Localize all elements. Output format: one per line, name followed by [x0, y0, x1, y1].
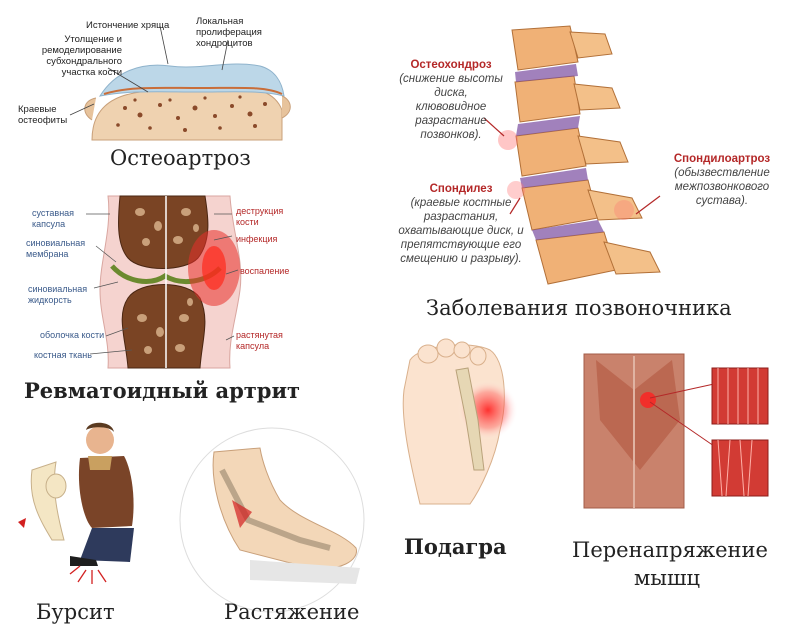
label-inflammation: воспаление: [240, 266, 290, 276]
spine-spondylosis-title: Спондилез: [429, 183, 493, 195]
label-infection: инфекция: [236, 234, 278, 244]
label-joint-capsule: суставная капсула: [32, 208, 75, 229]
caption-spine: Заболевания позвоночника: [426, 296, 732, 320]
caption-muscle-line1: Перенапряжение: [572, 538, 768, 562]
label-bone-tissue: костная ткань: [34, 350, 92, 360]
spine-spondylosis-block: Спондилез (краевые костные разрастания, …: [396, 182, 526, 266]
caption-muscle-line2: мышц: [633, 566, 701, 590]
label-synovial-fluid: синовиальная жидкорсть: [28, 284, 88, 305]
label-synovial-membrane: синовиальная мембрана: [26, 238, 86, 259]
label-chondrocyte-proliferation: Локальная пролиферация хондроцитов: [196, 16, 262, 49]
caption-osteoarthrosis: Остеоартроз: [110, 146, 251, 170]
caption-rheumatoid: Ревматоидный артрит: [24, 378, 301, 403]
caption-gout: Подагра: [404, 534, 507, 559]
caption-bursitis: Бурсит: [36, 600, 115, 624]
label-bone-destruction: деструкция кости: [236, 206, 284, 227]
spine-spondyloarthrosis-title: Спондилоартроз: [673, 153, 771, 165]
label-subchondral-thickening: Утолщение и ремоделирование субхондральн…: [41, 34, 122, 78]
spine-spondyloarthrosis-block: Спондилоартроз (обызвествление межпозвон…: [664, 152, 780, 208]
caption-muscle: Перенапряжение мышц: [572, 536, 768, 592]
spine-spondyloarthrosis-desc: (обызвествление межпозвонкового сустава)…: [674, 167, 770, 207]
spine-spondylosis-desc: (краевые костные разрастания, охватывающ…: [398, 197, 524, 265]
caption-sprain: Растяжение: [224, 600, 360, 624]
spine-osteochondrosis-desc: (снижение высоты диска, клювовидное разр…: [399, 73, 503, 141]
label-marginal-osteophytes: Краевые остеофиты: [18, 104, 68, 126]
spine-osteochondrosis-title: Остеохондроз: [410, 59, 492, 71]
label-bone-shell: оболочка кости: [40, 330, 105, 340]
label-cartilage-thinning: Истончение хряща: [86, 20, 170, 31]
label-stretched-capsule: растянутая капсула: [236, 330, 283, 351]
spine-osteochondrosis-block: Остеохондроз (снижение высоты диска, клю…: [398, 58, 504, 142]
